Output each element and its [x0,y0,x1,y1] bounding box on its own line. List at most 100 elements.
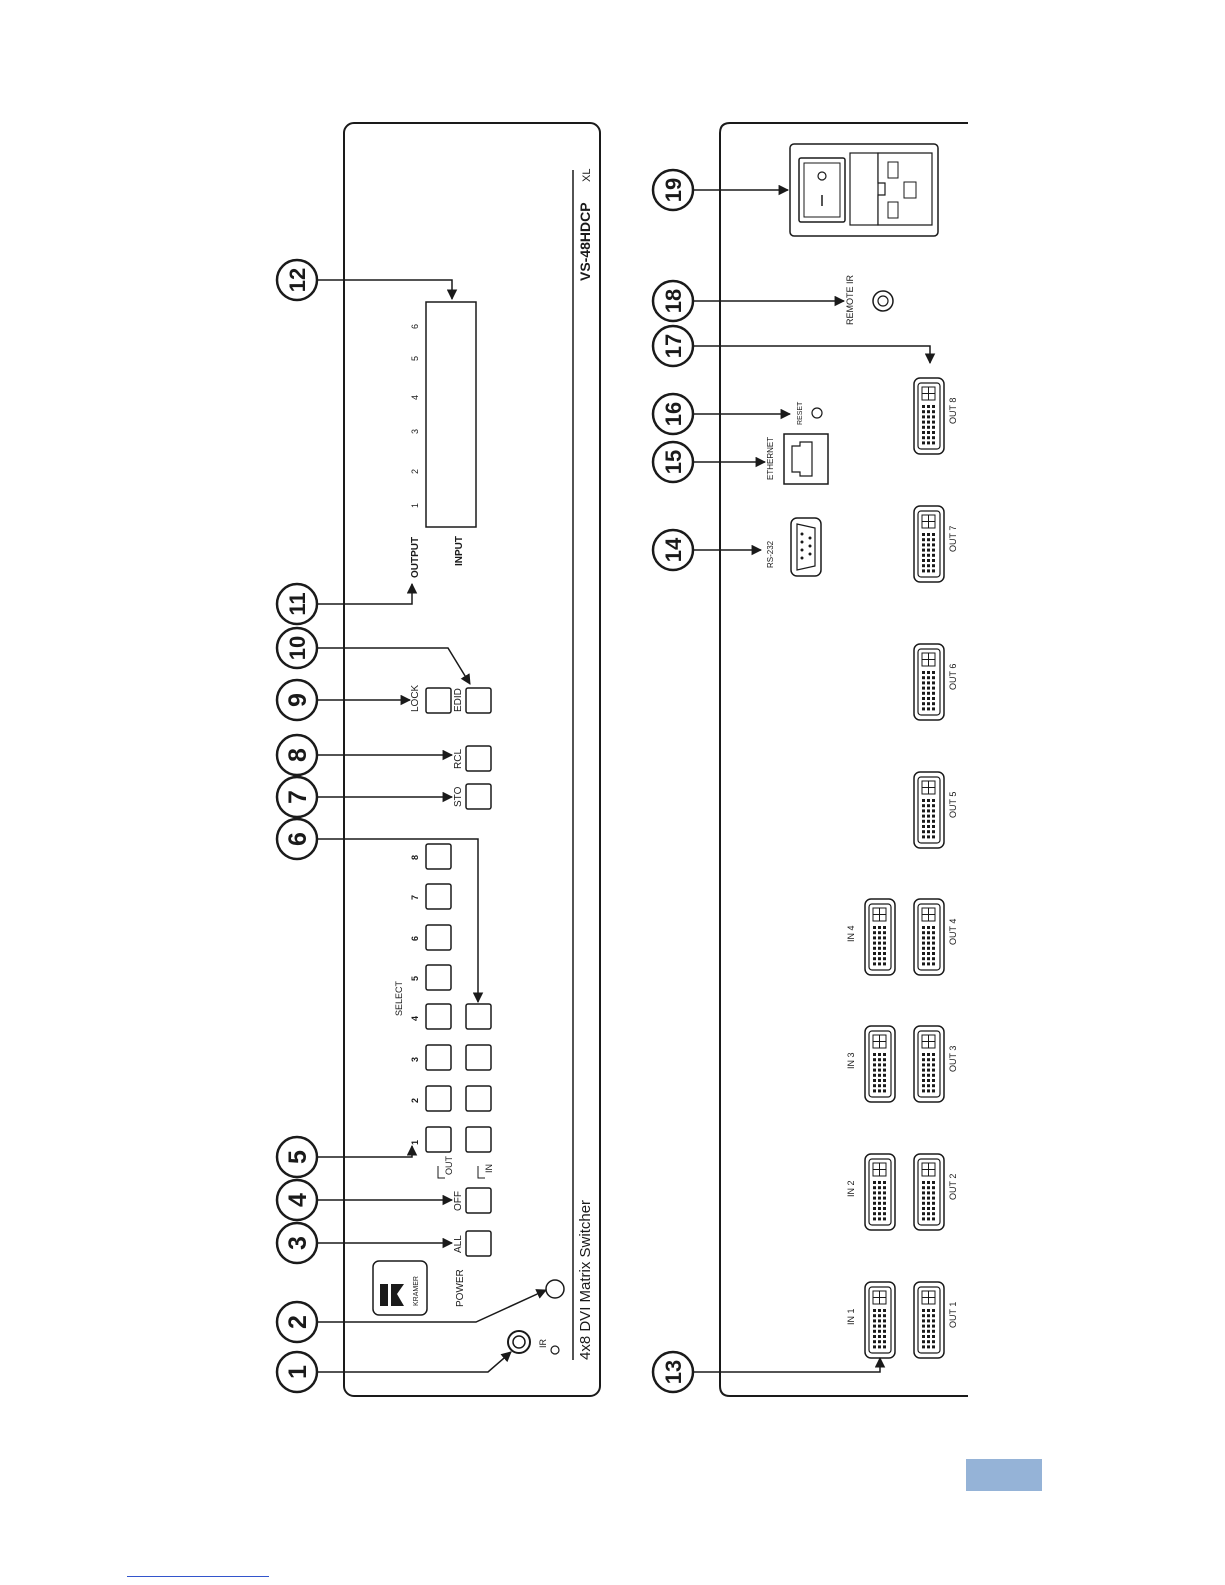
callout-13: 13 [653,1352,693,1392]
output-label: OUTPUT [410,537,421,578]
all-label: ALL [453,1235,464,1253]
select-label: SELECT [394,980,404,1016]
out-port-label-2: OUT 2 [948,1174,958,1200]
in-label: IN [484,1164,494,1173]
remote-ir-label: REMOTE IR [845,274,855,325]
callout-9: 9 [277,680,317,720]
out-select-button-6[interactable] [426,925,451,950]
out-port-label-7: OUT 7 [948,526,958,552]
callout-1: 1 [277,1352,317,1392]
in-port-4[interactable] [865,899,895,975]
power-led [546,1280,564,1298]
callout-12-number: 12 [285,268,310,292]
callout-11-number: 11 [285,592,310,615]
out-port-4[interactable] [914,899,944,975]
out-select-button-8[interactable] [426,844,451,869]
rs232-port[interactable] [791,518,821,576]
fuse-holder [850,153,878,225]
out-select-button-5[interactable] [426,965,451,990]
callout-5: 5 [277,1137,317,1177]
callout-16-number: 16 [661,402,686,426]
sto-button[interactable] [466,784,491,809]
out-port-label-1: OUT 1 [948,1302,958,1328]
out-select-button-3[interactable] [426,1045,451,1070]
kramer-logo: KRAMER [373,1261,427,1315]
callout-19: 19 [653,170,693,210]
in-select-button-1[interactable] [466,1127,491,1152]
status-display [426,302,476,527]
out-port-6[interactable] [914,644,944,720]
rear-panel: REMOTE IR RESET ETHERNET RS-232 IN 1 IN … [720,123,968,1396]
callout-7-number: 7 [284,790,312,804]
out-port-5[interactable] [914,772,944,848]
callout-9-number: 9 [284,693,312,707]
edid-button[interactable] [466,688,491,713]
out-select-button-4[interactable] [426,1004,451,1029]
rs232-label: RS-232 [766,540,775,568]
callout-3-number: 3 [284,1236,312,1250]
callout-18: 18 [653,281,693,321]
callout-15-number: 15 [661,450,686,474]
out-select-button-7[interactable] [426,884,451,909]
select-number-8: 8 [410,855,420,860]
in-port-2[interactable] [865,1154,895,1230]
front-panel: VS-48HDCP XL 4x8 DVI Matrix Switcher KRA… [344,123,600,1396]
out-port-2[interactable] [914,1154,944,1230]
power-inlet [790,144,938,236]
logo-text: KRAMER [413,1276,420,1306]
out-port-8[interactable] [914,378,944,454]
callout-2: 2 [277,1302,317,1342]
out-select-button-1[interactable] [426,1127,451,1152]
callout-10-number: 10 [285,636,310,660]
lock-label: LOCK [410,684,421,712]
callout-3: 3 [277,1223,317,1263]
select-number-6: 6 [410,936,420,941]
callout-6-number: 6 [284,832,312,846]
all-button[interactable] [466,1231,491,1256]
out-port-3[interactable] [914,1026,944,1102]
off-button[interactable] [466,1188,491,1213]
reset-button[interactable] [812,408,822,418]
callout-17: 17 [653,326,693,366]
out-port-label-6: OUT 6 [948,664,958,690]
ir-label: IR [538,1338,548,1348]
callout-6: 6 [277,819,317,859]
select-number-2: 2 [410,1098,420,1103]
in-select-button-3[interactable] [466,1045,491,1070]
callout-14: 14 [653,530,693,570]
rcl-button[interactable] [466,746,491,771]
in-select-button-4[interactable] [466,1004,491,1029]
lock-button[interactable] [426,688,451,713]
out-port-label-3: OUT 3 [948,1046,958,1072]
in-port-label-1: IN 1 [846,1308,856,1325]
callout-4: 4 [277,1180,317,1220]
in-port-label-2: IN 2 [846,1180,856,1197]
callout-17-number: 17 [661,334,686,358]
select-number-3: 3 [410,1057,420,1062]
ethernet-label: ETHERNET [766,437,775,480]
in-port-3[interactable] [865,1026,895,1102]
out-port-7[interactable] [914,506,944,582]
in-port-1[interactable] [865,1282,895,1358]
select-number-5: 5 [410,976,420,981]
display-column-3: 3 [410,429,420,434]
out-port-1[interactable] [914,1282,944,1358]
in-port-label-3: IN 3 [846,1052,856,1069]
in-select-button-2[interactable] [466,1086,491,1111]
callout-8-number: 8 [284,748,312,762]
display-column-4: 4 [410,395,420,400]
product-description: 4x8 DVI Matrix Switcher [577,1200,594,1360]
callout-16: 16 [653,394,693,434]
display-column-6: 6 [410,324,420,329]
out-select-button-2[interactable] [426,1086,451,1111]
model-name: VS-48HDCP [577,202,593,281]
display-column-5: 5 [410,356,420,361]
out-port-label-8: OUT 8 [948,398,958,424]
ir-led [551,1346,559,1354]
page-number-tab [966,1459,1042,1491]
display-column-2: 2 [410,469,420,474]
callout-12: 12 [277,260,317,300]
model-suffix: XL [581,169,593,182]
callout-7: 7 [277,777,317,817]
